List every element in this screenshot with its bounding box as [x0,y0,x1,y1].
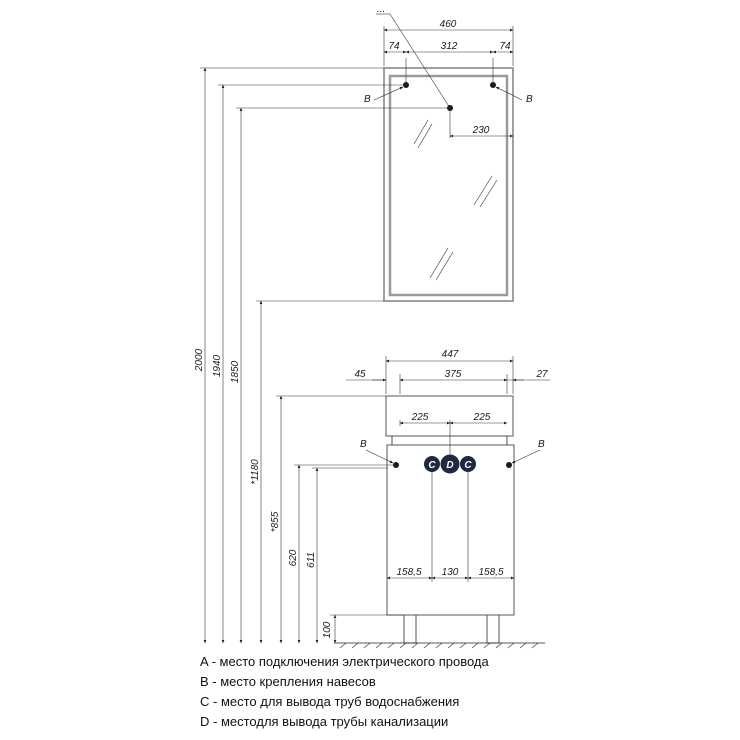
mirror [383,67,514,302]
cabinet-half-left-225: 225 [411,412,429,423]
cabinet-dot-c-right: C [464,460,472,471]
cabinet-right-overhang-27: 27 [535,369,548,380]
mirror-socket-offset-230: 230 [472,125,490,136]
cabinet-bottom-left-158-5: 158,5 [396,567,421,578]
mirror-top-dimensions: 460 74 312 74 ... [376,4,514,109]
mirror-hang-points: B B 230 [364,82,533,138]
height-100: 100 [322,621,333,638]
cabinet-water-point-left [424,456,440,472]
cabinet-label-b-right: B [538,439,545,450]
cabinet-inner-width-375: 375 [445,369,462,380]
height-1180: *1180 [250,459,261,485]
cabinet-connection-points: B B C D C [360,439,545,474]
legend: A - место подключения электрического про… [200,652,600,732]
mirror-reflection-marks [413,119,498,281]
cabinet-hang-point-right [506,462,512,468]
cabinet-width-447: 447 [442,349,459,360]
cabinet-left-overhang-45: 45 [354,369,366,380]
mirror-width-460: 460 [440,19,457,30]
height-1940: 1940 [212,354,223,377]
height-611: 611 [306,552,317,568]
cabinet-top-dimensions: 447 45 375 27 225 225 [346,349,550,454]
legend-row-c: C - место для вывода труб водоснабжения [200,694,460,709]
mirror-left-offset-74: 74 [388,41,400,52]
cabinet-bottom-mid-130: 130 [442,567,459,578]
height-855: *855 [270,511,281,532]
mirror-right-offset-74: 74 [499,41,511,52]
legend-row-d: D - местодля вывода трубы канализации [200,714,449,729]
mirror-span-312: 312 [441,41,458,52]
height-620: 620 [288,549,299,566]
cabinet-water-point-right [460,456,476,472]
height-2000: 2000 [194,348,205,372]
mirror-hang-point-right [490,82,496,88]
cabinet-dot-d: D [446,460,453,471]
cabinet-bottom-dimensions: 158,5 130 158,5 [386,472,515,582]
legend-row-a: A - место подключения электрического про… [200,654,489,669]
cabinet-half-right-225: 225 [473,412,491,423]
cabinet [334,395,545,649]
legend-row-b: B - место крепления навесов [200,674,376,689]
height-dimensions: 2000 1940 1850 *1180 *855 620 611 100 [194,67,450,644]
cabinet-drain-point [440,454,460,474]
cabinet-dot-c-left: C [428,460,436,471]
cabinet-label-b-left: B [360,439,367,450]
mirror-pointer-label: ... [377,4,385,15]
height-1850: 1850 [230,360,241,383]
mirror-label-b-left: B [364,94,371,105]
floor-hatching [339,642,539,649]
cabinet-bottom-right-158-5: 158,5 [478,567,503,578]
mirror-label-b-right: B [526,94,533,105]
